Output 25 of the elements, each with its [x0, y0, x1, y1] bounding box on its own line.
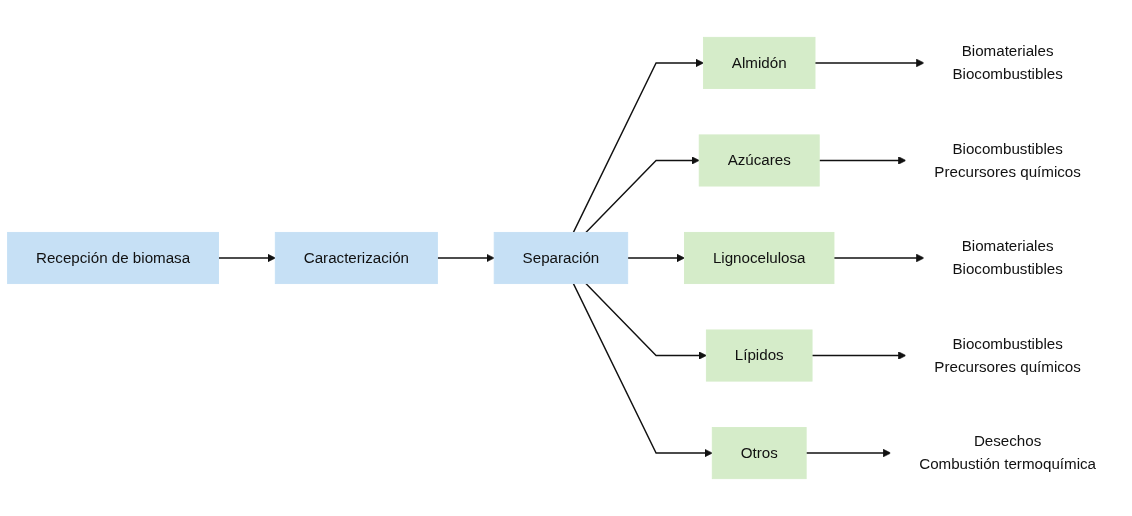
arrow: [585, 282, 707, 360]
node-box: Lípidos: [705, 329, 813, 382]
node-box: Recepción de biomasa: [7, 231, 219, 285]
arrow: [217, 253, 276, 263]
node-text: Biomateriales Biocombustibles: [952, 43, 1063, 82]
node-box: Almidón: [702, 36, 816, 89]
arrow: [811, 351, 907, 360]
node-text: Biocombustibles Precursores químicos: [934, 335, 1081, 375]
node-text: Biomateriales Biocombustibles: [952, 238, 1063, 277]
node-box: Azúcares: [698, 134, 820, 187]
node-text: Biocombustibles Precursores químicos: [934, 140, 1081, 180]
node-box: Otros: [711, 427, 807, 480]
arrow: [572, 282, 713, 458]
node-box: Caracterización: [274, 231, 438, 285]
arrow: [814, 58, 925, 68]
node-box: Lignocelulosa: [684, 231, 835, 285]
arrow: [818, 156, 907, 165]
node-text: Desechos Combustión termoquímica: [919, 433, 1097, 472]
arrow: [572, 58, 704, 234]
node-box: Separación: [493, 231, 629, 285]
arrow: [436, 253, 495, 263]
arrow: [833, 253, 925, 263]
arrow: [805, 448, 892, 458]
arrow: [585, 156, 700, 234]
arrow: [626, 253, 685, 263]
